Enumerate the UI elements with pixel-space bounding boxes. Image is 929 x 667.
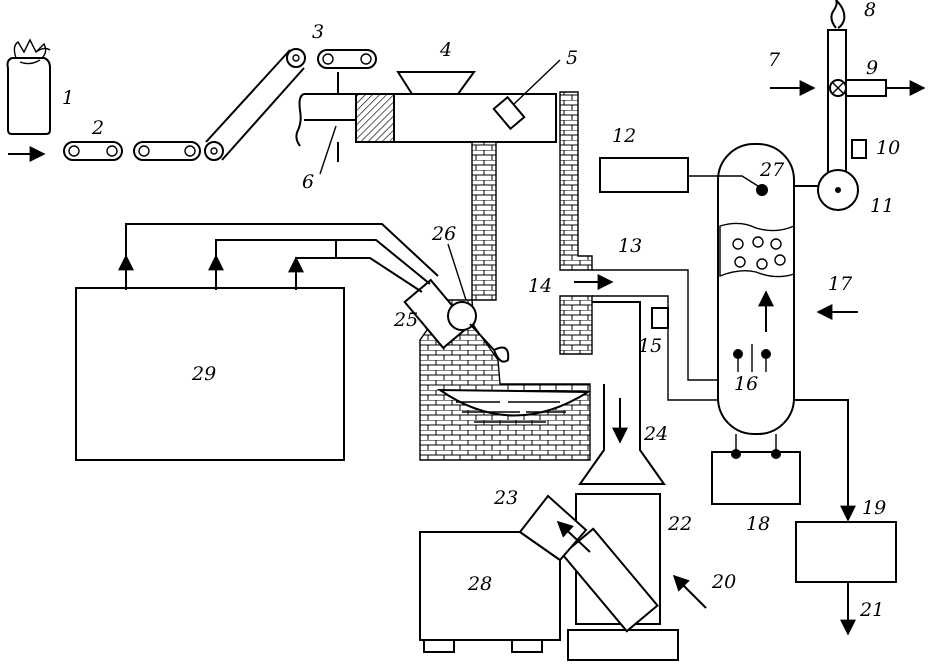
box-12 <box>599 157 759 193</box>
label-19: 19 <box>862 497 886 519</box>
label-20: 20 <box>711 571 736 593</box>
box-18 <box>711 434 801 505</box>
hopper <box>396 71 476 95</box>
label-1: 1 <box>62 87 74 109</box>
label-7: 7 <box>768 49 781 71</box>
label-22: 22 <box>667 513 692 535</box>
box-29 <box>75 223 439 461</box>
label-21: 21 <box>859 599 884 621</box>
label-27: 27 <box>759 159 785 181</box>
label-18: 18 <box>746 513 770 535</box>
label-5: 5 <box>566 47 578 69</box>
label-17: 17 <box>828 273 853 295</box>
diagram-labels: 1 2 3 4 5 6 7 8 9 10 11 12 13 14 15 16 1… <box>62 0 900 621</box>
box-19 <box>794 399 897 636</box>
sensor-5 <box>492 59 561 131</box>
label-28: 28 <box>467 573 492 595</box>
label-14: 14 <box>528 275 552 297</box>
extruder <box>295 72 557 175</box>
label-2: 2 <box>91 117 104 139</box>
label-23: 23 <box>493 487 518 509</box>
label-25: 25 <box>393 309 418 331</box>
label-10: 10 <box>876 137 900 159</box>
inclined-conveyor <box>204 48 377 161</box>
label-13: 13 <box>618 235 642 257</box>
label-6: 6 <box>302 171 314 193</box>
piping-14-15 <box>574 269 718 401</box>
conveyor-belts <box>63 141 201 161</box>
label-15: 15 <box>638 335 662 357</box>
label-24: 24 <box>643 423 668 445</box>
label-4: 4 <box>439 39 452 61</box>
reactor-column <box>717 143 795 435</box>
furnace-brickwork <box>419 91 593 461</box>
funnel <box>578 301 666 485</box>
mill <box>419 494 591 653</box>
flare-stack <box>770 0 926 320</box>
label-9: 9 <box>866 57 878 79</box>
burner <box>403 243 510 363</box>
label-26: 26 <box>431 223 456 245</box>
label-16: 16 <box>734 373 758 395</box>
label-12: 12 <box>612 125 636 147</box>
label-29: 29 <box>191 363 216 385</box>
cooler <box>561 493 707 661</box>
label-11: 11 <box>870 195 894 217</box>
label-3: 3 <box>312 21 324 43</box>
sack <box>6 38 51 135</box>
label-8: 8 <box>864 0 876 21</box>
